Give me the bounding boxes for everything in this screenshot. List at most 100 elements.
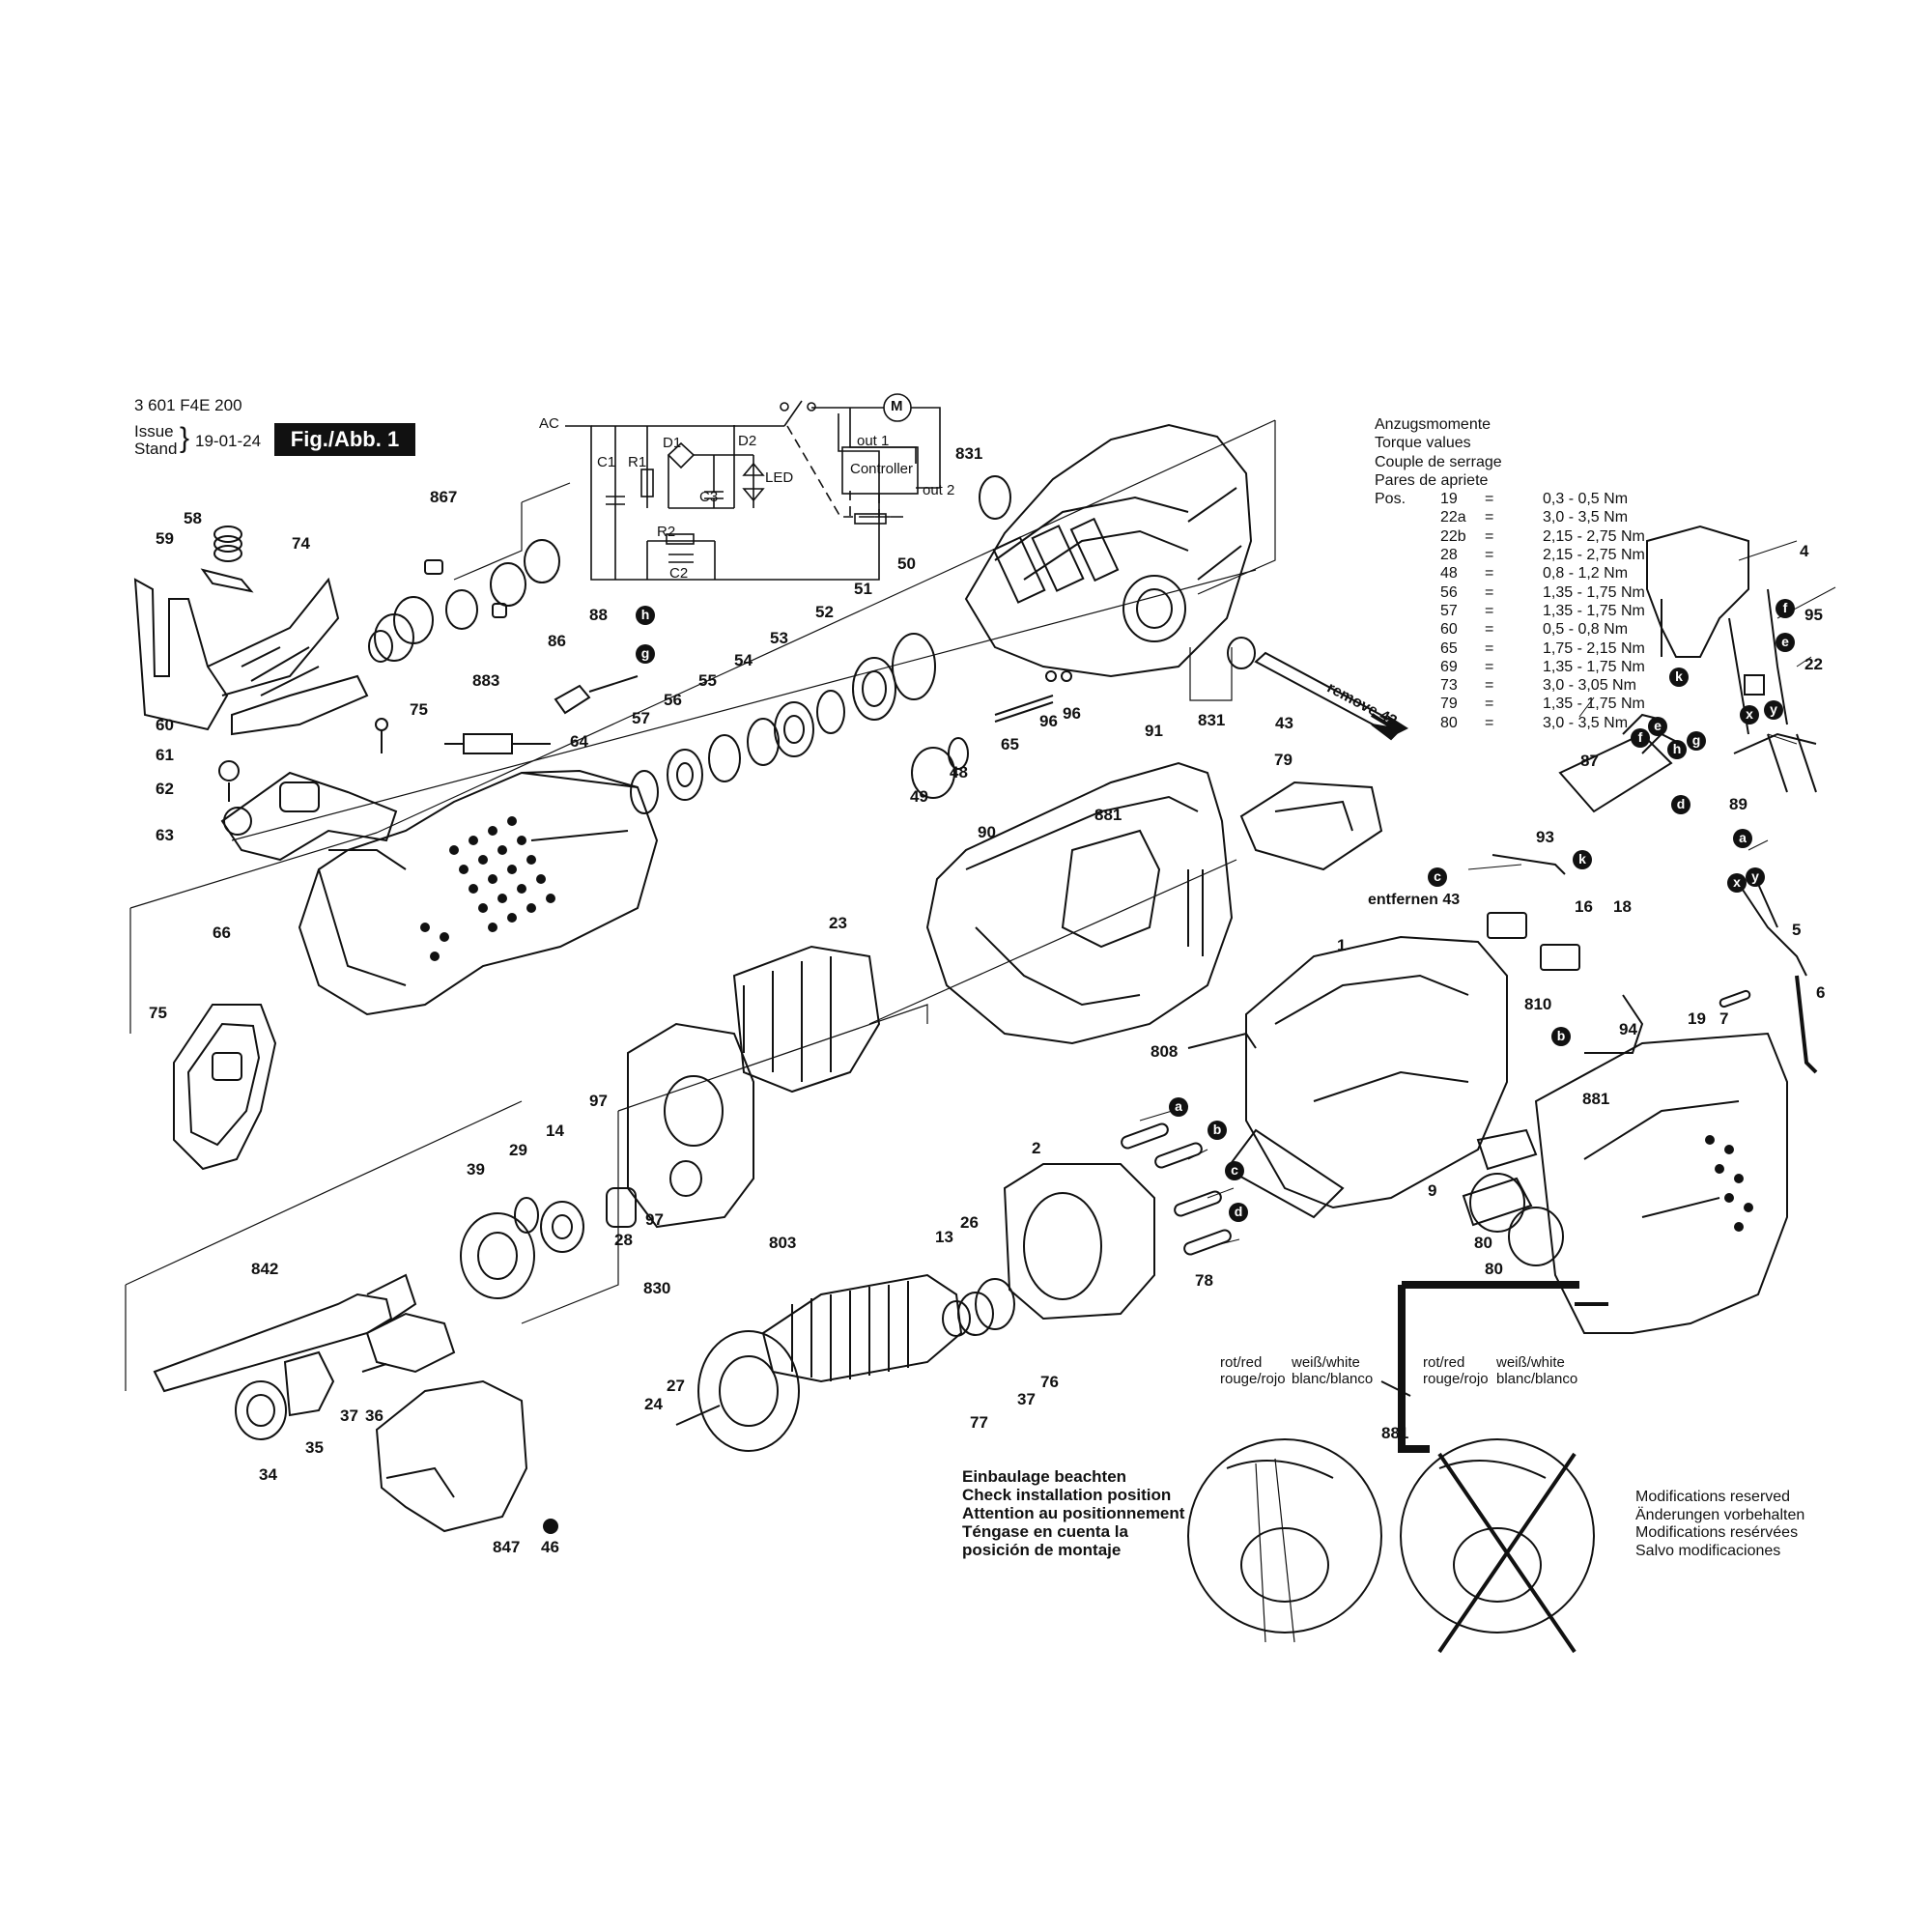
torque-row: 56=1,35 - 1,75 Nm <box>1440 583 1645 601</box>
part-label-97-lower: 97 <box>645 1210 664 1229</box>
part-label-27: 27 <box>667 1377 685 1395</box>
part-label-28: 28 <box>614 1231 633 1249</box>
brush-rails-drawing <box>1121 1122 1232 1256</box>
part-label-1: 1 <box>1337 936 1347 954</box>
part-label-46: 46 <box>541 1538 559 1556</box>
circuit-r1: R1 <box>628 454 647 470</box>
torque-row: 48=0,8 - 1,2 Nm <box>1440 565 1629 582</box>
part-label-810: 810 <box>1524 995 1552 1013</box>
connector-a-right: a <box>1733 829 1752 848</box>
part-label-94: 94 <box>1619 1020 1637 1038</box>
assembly-frames <box>125 419 1276 1391</box>
connector-h-lower: h <box>1667 740 1687 759</box>
part-label-76: 76 <box>1040 1373 1059 1391</box>
torque-title-fr: Couple de serrage <box>1375 453 1502 470</box>
circuit-controller: Controller <box>850 461 914 477</box>
circuit-schematic <box>565 393 941 581</box>
part-label-39: 39 <box>467 1160 485 1179</box>
part-label-847: 847 <box>493 1538 521 1556</box>
part-label-2: 2 <box>1032 1139 1041 1157</box>
switch-cover-79-drawing <box>1239 781 1383 871</box>
issue-label: Issue <box>134 422 174 440</box>
part-label-74: 74 <box>292 534 310 553</box>
part-label-883: 883 <box>472 671 500 690</box>
part-label-78: 78 <box>1195 1271 1213 1290</box>
torque-row: 60=0,5 - 0,8 Nm <box>1440 621 1629 639</box>
part-label-26: 26 <box>960 1213 979 1232</box>
part-label-59: 59 <box>156 529 174 548</box>
part-label-55: 55 <box>698 671 717 690</box>
part-label-80-a: 80 <box>1474 1234 1492 1252</box>
part-label-18: 18 <box>1613 897 1632 916</box>
part-label-803: 803 <box>769 1234 797 1252</box>
connector-x: x <box>1740 705 1759 724</box>
part-label-29: 29 <box>509 1141 527 1159</box>
part-label-62: 62 <box>156 780 174 798</box>
connector-k-lower: k <box>1573 850 1592 869</box>
part-label-19: 19 <box>1688 1009 1706 1028</box>
part-label-75-upper: 75 <box>410 700 428 719</box>
connector-f-lower: f <box>1631 728 1650 748</box>
connector-y-lower: y <box>1746 867 1765 887</box>
connector-b-right: b <box>1551 1027 1571 1046</box>
part-label-88: 88 <box>589 606 608 624</box>
part-label-91: 91 <box>1145 722 1163 740</box>
circuit-d2: D2 <box>738 433 757 449</box>
drive-mechanism-drawing <box>153 1187 637 1533</box>
brace: } <box>180 422 190 454</box>
connector-e: e <box>1776 633 1795 652</box>
part-label-52: 52 <box>815 603 834 621</box>
armature-803-drawing <box>675 1273 1015 1452</box>
torque-row: 28=2,15 - 2,75 Nm <box>1440 547 1645 564</box>
part-label-37-center: 37 <box>1017 1390 1036 1408</box>
part-label-881-detail: 881 <box>1381 1424 1409 1442</box>
torque-title-de: Anzugsmomente <box>1375 416 1492 433</box>
connector-x-lower: x <box>1727 873 1747 893</box>
part-label-842: 842 <box>251 1260 279 1278</box>
callout-lines <box>1139 540 1836 1247</box>
handle-housing-881-drawing <box>925 761 1788 1334</box>
part-label-57: 57 <box>632 709 650 727</box>
part-label-93: 93 <box>1536 828 1554 846</box>
part-label-48: 48 <box>950 763 968 781</box>
connector-g: g <box>636 644 655 664</box>
part-label-75-lower: 75 <box>149 1004 167 1022</box>
part-label-95: 95 <box>1804 606 1823 624</box>
circuit-r2: R2 <box>657 524 676 540</box>
circuit-out1: out 1 <box>857 433 890 449</box>
connector-b: b <box>1208 1121 1227 1140</box>
part-label-808: 808 <box>1151 1042 1179 1061</box>
entfernen-note: entfernen 43 <box>1368 892 1461 908</box>
part-label-881-center: 881 <box>1094 806 1122 824</box>
torque-row: 22b=2,15 - 2,75 Nm <box>1440 527 1645 545</box>
part-label-14: 14 <box>546 1122 564 1140</box>
part-label-79: 79 <box>1274 751 1293 769</box>
part-label-49: 49 <box>910 787 928 806</box>
part-label-80-b: 80 <box>1485 1260 1503 1278</box>
connector-f: f <box>1776 599 1795 618</box>
circuit-c2: C2 <box>669 565 689 582</box>
part-label-37-left: 37 <box>340 1406 358 1425</box>
bearing-row-drawing <box>630 475 1404 814</box>
part-label-50: 50 <box>897 554 916 573</box>
stator-2-drawing <box>1003 1163 1155 1321</box>
part-label-43: 43 <box>1275 714 1293 732</box>
switch-wiring-drawing <box>1487 525 1818 1074</box>
issue-date: 19-01-24 <box>195 432 262 450</box>
torque-row: 57=1,35 - 1,75 Nm <box>1440 602 1645 619</box>
part-label-96-b: 96 <box>1063 704 1081 723</box>
connector-g-lower: g <box>1687 731 1706 751</box>
connector-y: y <box>1764 700 1783 720</box>
part-label-22: 22 <box>1804 655 1823 673</box>
part-label-35: 35 <box>305 1438 324 1457</box>
part-label-24: 24 <box>644 1395 663 1413</box>
circuit-ac: AC <box>539 415 559 432</box>
part-label-64: 64 <box>570 732 588 751</box>
torque-row: 22a=3,0 - 3,5 Nm <box>1440 509 1629 526</box>
part-label-831-lower: 831 <box>1198 711 1226 729</box>
part-label-9: 9 <box>1428 1181 1437 1200</box>
hardware-small-parts <box>200 526 639 836</box>
